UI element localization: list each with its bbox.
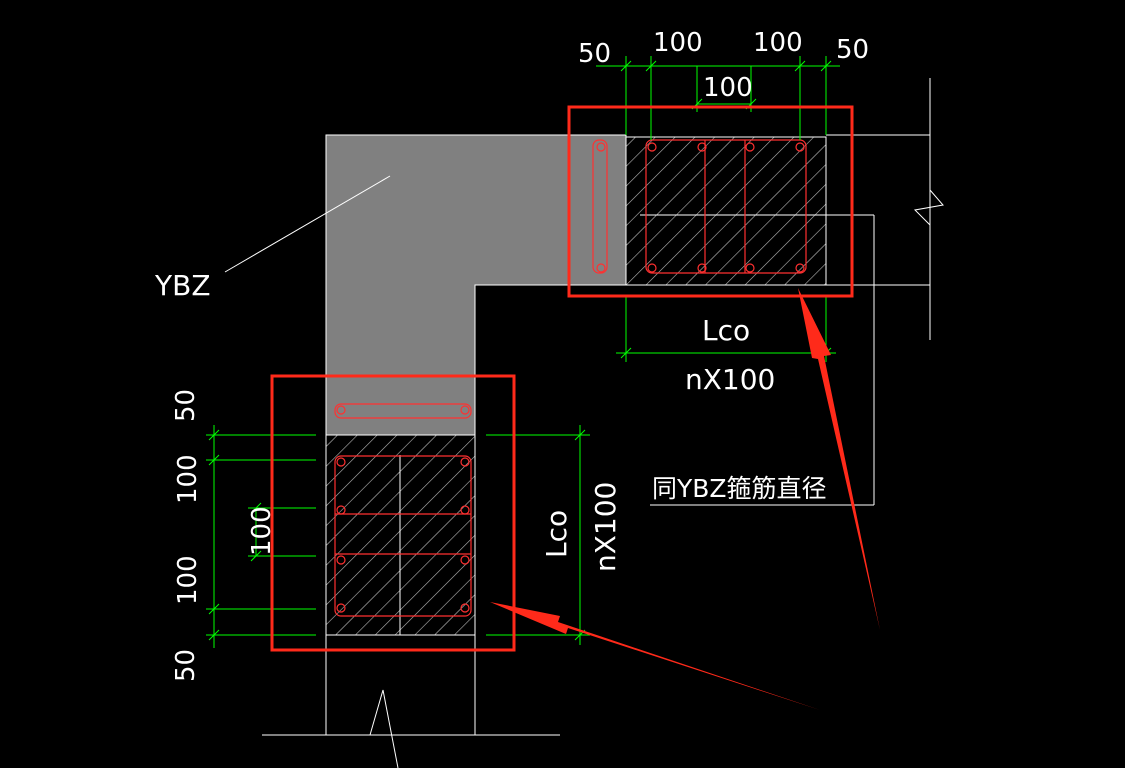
left-dim-50-bottom: 50 (171, 649, 201, 682)
left-dim-50-top: 50 (171, 389, 201, 422)
top-dim-100-b: 100 (753, 28, 803, 58)
rebar-left (334, 403, 472, 617)
left-dim-100-b: 100 (173, 555, 203, 605)
note-label: 同YBZ箍筋直径 (652, 474, 827, 503)
hatch-area-top (625, 136, 827, 286)
highlight-box-top (567, 105, 854, 298)
nx100-label-top: nX100 (685, 363, 775, 396)
arrow-to-top-box (798, 288, 880, 630)
top-dim-100-mid: 100 (703, 73, 753, 103)
nx100-label-left: nX100 (589, 482, 622, 572)
top-dim-50-right: 50 (836, 35, 869, 65)
ybz-label: YBZ (154, 269, 211, 302)
rebar-top (592, 139, 807, 274)
lco-label-left: Lco (540, 510, 573, 558)
top-dim-50-left: 50 (578, 39, 611, 69)
dimension-lines-left (206, 425, 590, 648)
arrow-to-left-box (490, 602, 820, 710)
ybz-wall-shape (325, 134, 627, 436)
highlight-box-left (270, 374, 516, 652)
lco-label-top: Lco (702, 314, 750, 347)
left-dim-100-mid: 100 (247, 506, 277, 556)
top-dim-100-a: 100 (653, 28, 703, 58)
wall-outlines (224, 78, 944, 768)
left-dim-100-a: 100 (173, 454, 203, 504)
